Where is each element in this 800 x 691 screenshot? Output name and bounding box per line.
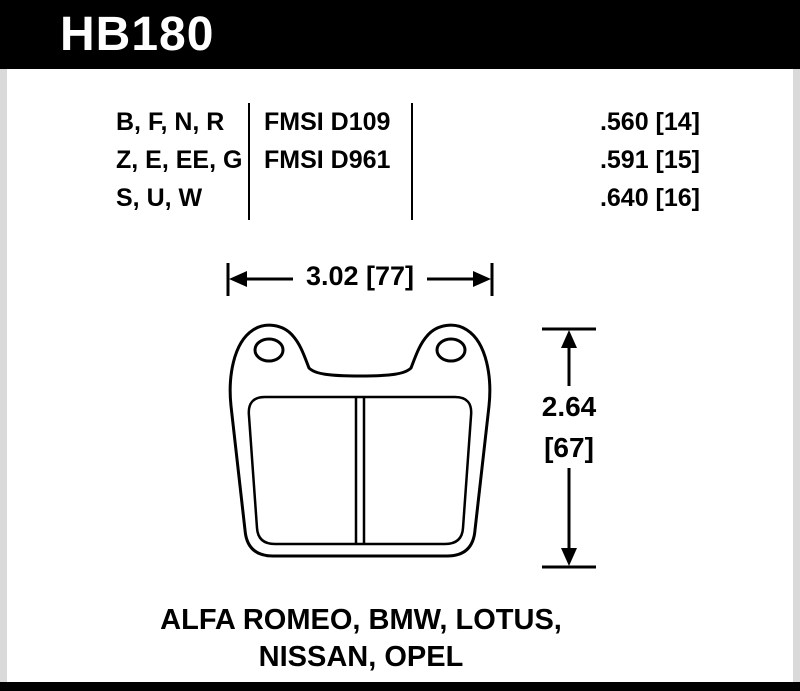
compound-row: S, U, W: [116, 184, 203, 212]
vehicle-applications: ALFA ROMEO, BMW, LOTUS, NISSAN, OPEL: [0, 602, 722, 676]
right-margin-strip: [793, 69, 800, 682]
applications-line-2: NISSAN, OPEL: [258, 641, 464, 673]
compound-row: Z, E, EE, G: [116, 146, 243, 174]
compound-row: B, F, N, R: [116, 108, 225, 136]
compound-codes-column: B, F, N, R Z, E, EE, G S, U, W: [100, 103, 248, 220]
thickness-row: .591 [15]: [599, 146, 700, 174]
bottom-divider-bar: [0, 682, 800, 691]
spec-table: B, F, N, R Z, E, EE, G S, U, W FMSI D109…: [100, 103, 700, 220]
applications-line-1: ALFA ROMEO, BMW, LOTUS,: [160, 604, 562, 636]
part-number: HB180: [60, 8, 215, 61]
fmsi-row: FMSI D961: [264, 146, 391, 174]
height-dimension-mm: [67]: [544, 432, 594, 463]
height-dimension-inches: 2.64: [541, 391, 597, 422]
thickness-row: .560 [14]: [599, 108, 700, 136]
part-number-banner: HB180: [0, 0, 800, 69]
thickness-row: .640 [16]: [599, 184, 700, 212]
width-dimension-label: 3.02 [77]: [305, 261, 415, 291]
fmsi-row: FMSI D109: [264, 108, 391, 136]
width-dimension-arrows: [226, 263, 494, 296]
thickness-column: .560 [14] .591 [15] .640 [16]: [413, 103, 700, 220]
brake-pad-drawing: [228, 323, 492, 558]
fmsi-column: FMSI D109 FMSI D961: [248, 103, 413, 220]
height-dimension-label: 2.64 [67]: [530, 386, 608, 468]
left-margin-strip: [0, 69, 7, 682]
